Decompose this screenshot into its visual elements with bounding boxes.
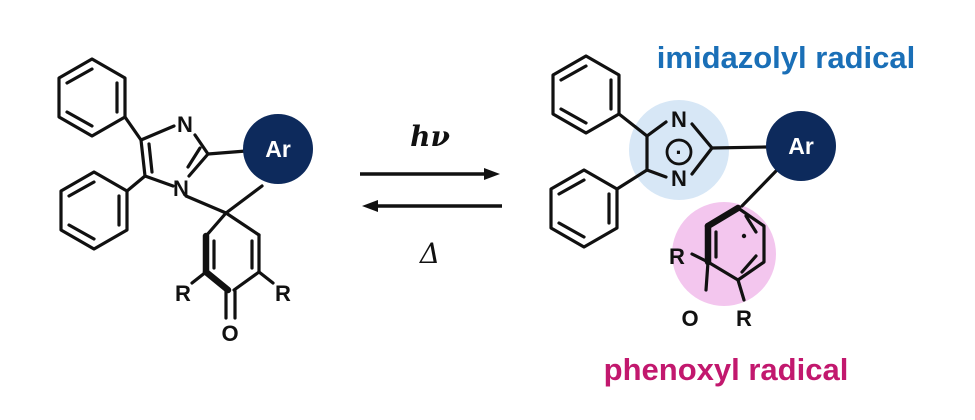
reverse-condition: Δ xyxy=(419,237,440,270)
product-substituent-left: R xyxy=(669,244,685,269)
product-structure: N N · R O R Ar xyxy=(549,54,836,331)
reactant-cyclohexadienone xyxy=(190,211,275,320)
reactant-substituent-left: R xyxy=(175,281,191,306)
reactant-phenyl-top xyxy=(57,57,143,142)
phenoxyl-glow xyxy=(672,202,776,306)
reactant-imidazole xyxy=(139,124,210,188)
reactant-ar-circle xyxy=(243,114,313,184)
product-substituent-right: R xyxy=(736,306,752,331)
product-atom-n-top: N xyxy=(671,107,687,132)
imidazolyl-radical-label: imidazolyl radical xyxy=(657,40,915,75)
product-radical-dot: · xyxy=(675,140,682,165)
reactant-atom-n-top: N xyxy=(177,112,193,137)
product-phenoxyl-ring xyxy=(690,204,766,302)
product-imidazolyl-ring xyxy=(645,120,768,179)
product-ar-circle xyxy=(766,111,836,181)
phenoxyl-radical-dot xyxy=(741,233,747,239)
reactant-structure: N N R R O Ar xyxy=(57,57,313,346)
reactant-ar-group: Ar xyxy=(243,114,313,184)
imidazolyl-radical-ring xyxy=(665,138,693,166)
product-carbonyl-o: O xyxy=(681,306,698,331)
product-ar-group: Ar xyxy=(766,111,836,181)
forward-condition: hν xyxy=(410,120,450,153)
forward-arrowhead xyxy=(484,168,500,180)
reactant-ar-label: Ar xyxy=(265,136,291,162)
reactant-substituent-right: R xyxy=(275,281,291,306)
reactant-carbonyl-o: O xyxy=(221,321,238,346)
product-phenyl-bottom xyxy=(549,168,649,249)
phenoxyl-radical-label: phenoxyl radical xyxy=(604,352,849,387)
reverse-arrowhead xyxy=(362,200,378,212)
product-phenyl-top xyxy=(551,54,649,138)
product-ar-label: Ar xyxy=(788,133,814,159)
reactant-atom-n-bottom: N xyxy=(173,176,189,201)
reactant-phenyl-bottom xyxy=(59,170,147,251)
product-atom-n-bottom: N xyxy=(671,166,687,191)
imidazolyl-glow xyxy=(629,100,729,200)
equilibrium-arrows: hν Δ xyxy=(360,120,502,270)
reactant-fused-ring xyxy=(184,149,264,215)
